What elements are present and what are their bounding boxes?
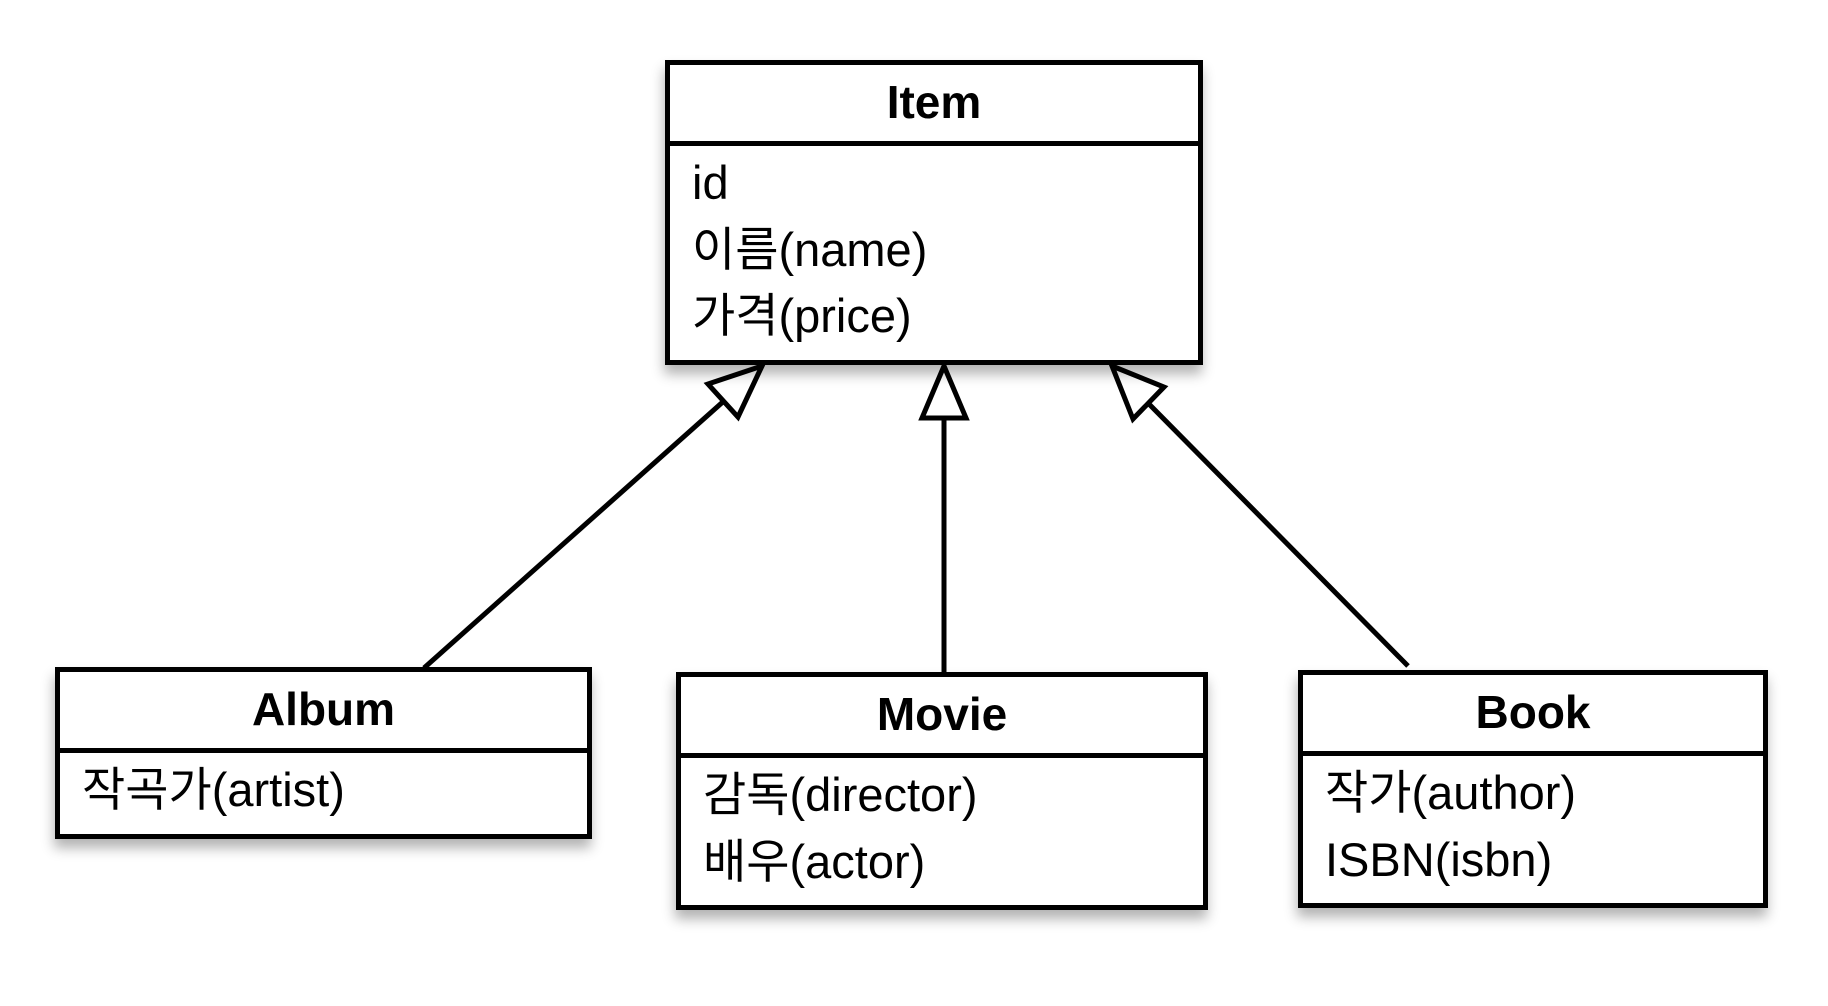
attribute-price: 가격(price) bbox=[692, 289, 912, 343]
class-box-item: Item id 이름(name) 가격(price) bbox=[665, 60, 1203, 366]
attribute-id: id bbox=[692, 156, 729, 209]
class-box-album: Album 작곡가(artist) bbox=[55, 667, 592, 839]
hollow-triangle-arrowhead bbox=[1107, 361, 1169, 424]
hollow-triangle-arrowhead bbox=[918, 359, 970, 421]
attribute-director: 감독(director) bbox=[703, 768, 978, 821]
generalization-arrow-movie-to-item bbox=[918, 359, 970, 672]
class-title-album: Album bbox=[60, 672, 587, 753]
hollow-triangle-arrowhead bbox=[703, 361, 767, 422]
class-attributes-item: id 이름(name) 가격(price) bbox=[670, 146, 1198, 360]
attribute-artist: 작곡가(artist) bbox=[82, 763, 345, 816]
generalization-arrow-book-to-item bbox=[1107, 361, 1410, 668]
attribute-actor: 배우(actor) bbox=[703, 834, 926, 888]
generalization-arrow-album-to-item bbox=[422, 361, 767, 670]
class-box-book: Book 작가(author) ISBN(isbn) bbox=[1298, 670, 1768, 909]
class-attributes-book: 작가(author) ISBN(isbn) bbox=[1303, 756, 1763, 903]
class-title-item: Item bbox=[670, 65, 1198, 146]
class-title-book: Book bbox=[1303, 675, 1763, 756]
attribute-isbn: ISBN(isbn) bbox=[1325, 832, 1553, 886]
attribute-name: 이름(name) bbox=[692, 222, 928, 276]
attribute-author: 작가(author) bbox=[1325, 766, 1577, 819]
class-box-movie: Movie 감독(director) 배우(actor) bbox=[676, 672, 1208, 911]
class-attributes-movie: 감독(director) 배우(actor) bbox=[681, 758, 1203, 905]
class-title-movie: Movie bbox=[681, 677, 1203, 758]
class-attributes-album: 작곡가(artist) bbox=[60, 753, 587, 834]
